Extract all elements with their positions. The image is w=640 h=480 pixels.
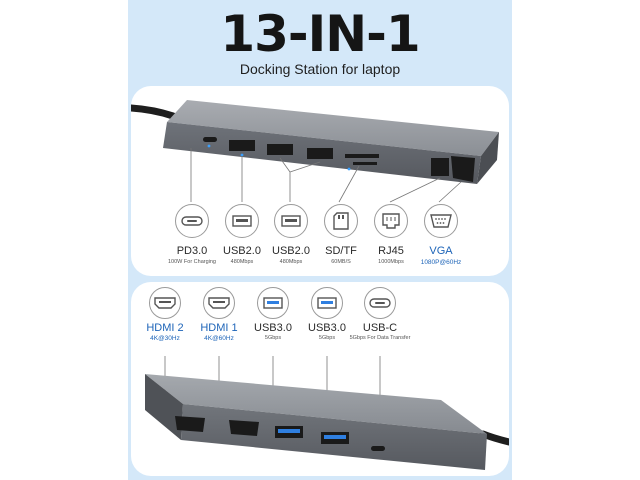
port-spec-label: 480Mbps xyxy=(230,259,254,265)
top-ports-panel: PD3.0 100W For Charging USB2.0 480Mbps USB2.… xyxy=(131,86,509,276)
port-spec-label: 100W For Charging xyxy=(168,259,216,265)
bottom-device-illustration xyxy=(145,356,509,470)
rj45-port xyxy=(431,158,449,176)
usb-a-blue-icon xyxy=(263,297,283,309)
port-icon-circle xyxy=(257,287,289,319)
sd-slot xyxy=(345,154,379,158)
port-name-label: USB3.0 xyxy=(254,322,292,334)
port-icon-circle xyxy=(274,204,308,238)
usb-a-icon xyxy=(232,215,252,227)
device-top-face xyxy=(167,100,499,156)
port-name-label: VGA xyxy=(429,245,453,257)
usb-c-port xyxy=(203,137,217,142)
hdmi-icon xyxy=(208,297,230,309)
port-name-label: HDMI 1 xyxy=(200,322,238,334)
vga-icon xyxy=(430,214,452,228)
port-name-label: PD3.0 xyxy=(176,245,208,257)
port-icon-circle xyxy=(324,204,358,238)
hdmi2-port xyxy=(175,416,205,432)
port-icon-circle xyxy=(225,204,259,238)
usb2-port-3 xyxy=(307,148,333,159)
usb2-port-2 xyxy=(267,144,293,155)
usb2-port-1 xyxy=(229,140,255,151)
port-icon-circle xyxy=(203,287,235,319)
port-name-label: USB2.0 xyxy=(223,245,261,257)
hdmi-icon xyxy=(154,297,176,309)
vga-port xyxy=(451,156,475,182)
port-name-label: RJ45 xyxy=(378,245,404,257)
port-spec-label: 5Gbps xyxy=(318,335,336,341)
port-name-label: HDMI 2 xyxy=(146,322,184,334)
hdmi1-port xyxy=(229,420,259,436)
port-spec-label: 480Mbps xyxy=(279,259,303,265)
port-icon-circle xyxy=(364,287,396,319)
top-connector-lines xyxy=(190,148,462,203)
usb-a-blue-icon xyxy=(317,297,337,309)
cable xyxy=(131,104,177,120)
port-spec-label: 4K@60Hz xyxy=(204,335,234,342)
usb-c-icon xyxy=(369,298,391,308)
usb-c-icon xyxy=(181,216,203,226)
headline-title: 13-IN-1 xyxy=(220,5,420,63)
ethernet-icon xyxy=(382,213,400,229)
port-spec-label: 1080P@60Hz xyxy=(420,259,462,266)
headline-subtitle: Docking Station for laptop xyxy=(239,61,401,77)
port-name-label: USB-C xyxy=(362,322,398,334)
port-spec-label: 1000Mbps xyxy=(378,259,404,265)
port-icon-circle xyxy=(311,287,343,319)
port-icon-circle xyxy=(374,204,408,238)
port-spec-label: 4K@30Hz xyxy=(150,335,180,342)
port-spec-label: 5Gbps xyxy=(264,335,282,341)
usb-c-data-port xyxy=(371,446,385,451)
device-top-face xyxy=(145,374,487,434)
sd-card-icon xyxy=(333,212,349,230)
tf-slot xyxy=(353,162,377,165)
port-spec-label: 60MB/S xyxy=(331,259,351,265)
top-device-illustration xyxy=(131,100,499,203)
port-icon-circle xyxy=(149,287,181,319)
product-poster: 13-IN-1 Docking Station for laptop xyxy=(128,0,512,480)
port-icon-circle xyxy=(175,204,209,238)
port-icon-circle xyxy=(424,204,458,238)
port-name-label: USB3.0 xyxy=(308,322,346,334)
port-spec-label: 5Gbps For Data Transfer xyxy=(349,335,411,341)
port-name-label: USB2.0 xyxy=(272,245,310,257)
usb-a-icon xyxy=(281,215,301,227)
port-name-label: SD/TF xyxy=(325,245,357,257)
